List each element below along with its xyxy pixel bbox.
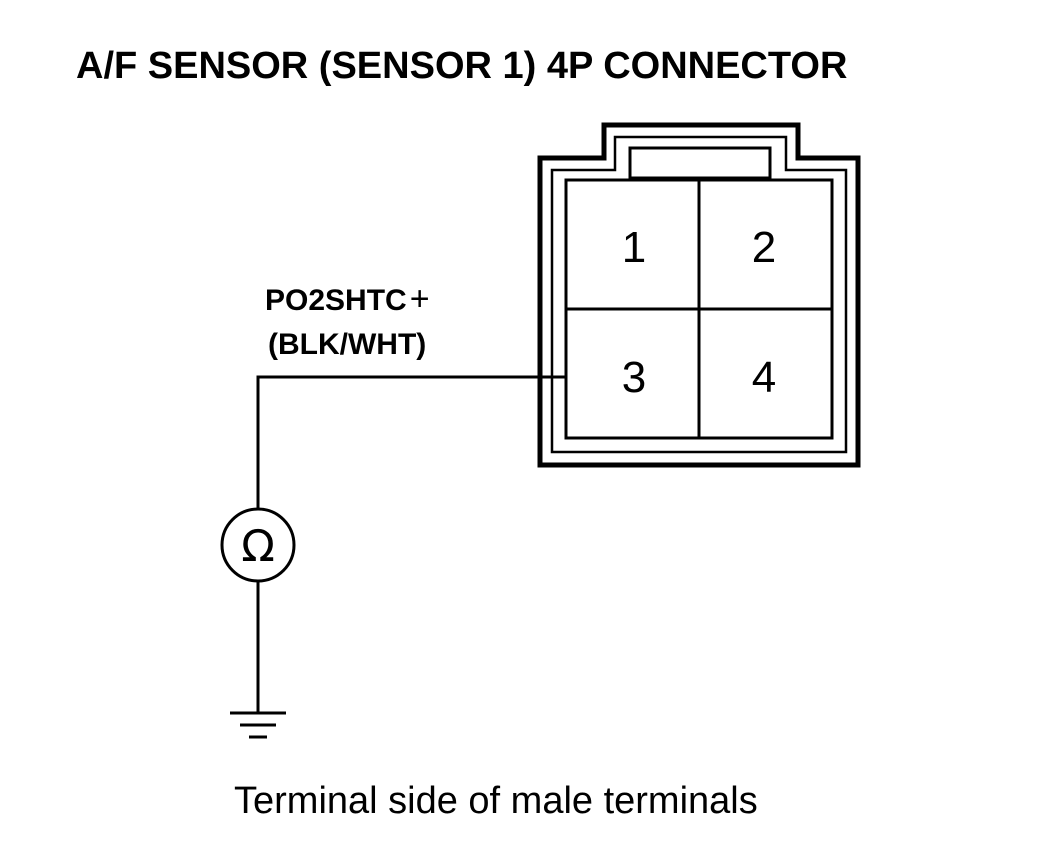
ohm-symbol: Ω	[241, 521, 275, 572]
wire-signal-label: PO2SHTC+	[265, 280, 430, 318]
diagram-title: A/F SENSOR (SENSOR 1) 4P CONNECTOR	[76, 45, 847, 87]
wire-color-label: (BLK/WHT)	[268, 328, 426, 361]
diagram-caption: Terminal side of male terminals	[234, 780, 758, 822]
probe-wire	[256, 375, 566, 510]
connector-housing	[537, 122, 861, 468]
ground-icon	[230, 711, 286, 739]
pin-label-3: 3	[622, 353, 646, 402]
pin-label-1: 1	[622, 223, 646, 272]
connector-4p: 1 2 3 4	[537, 122, 861, 468]
connector-latch	[628, 146, 772, 180]
pin-label-4: 4	[752, 353, 776, 402]
polarity-sign: +	[410, 280, 430, 318]
pin-label-2: 2	[752, 223, 776, 272]
ohmmeter-icon: Ω	[220, 507, 296, 583]
connector-inner-wall	[550, 135, 848, 454]
